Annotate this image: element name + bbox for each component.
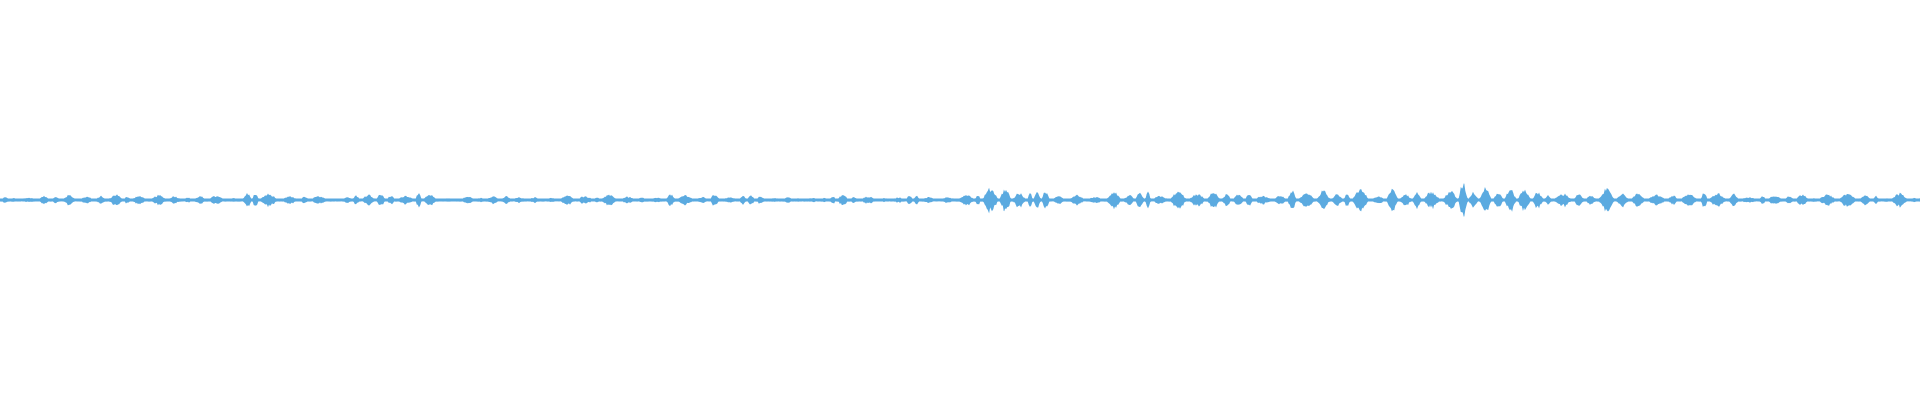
waveform-shape <box>0 183 1920 217</box>
